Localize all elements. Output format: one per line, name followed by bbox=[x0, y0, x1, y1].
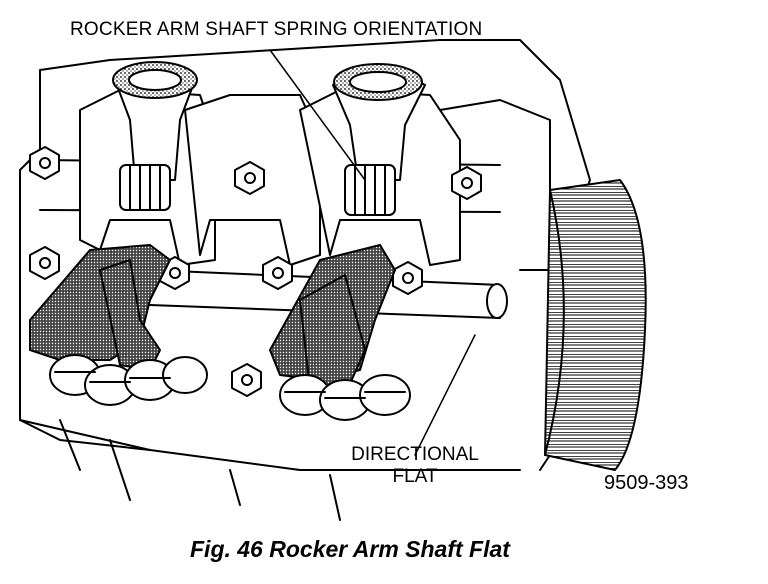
figure-code: 9509-393 bbox=[604, 472, 689, 494]
directional-flat-line2: FLAT bbox=[392, 466, 438, 487]
bolts bbox=[29, 146, 482, 397]
valve-springs bbox=[49, 354, 411, 421]
leader-flat bbox=[414, 334, 476, 456]
spring-orientation-callout: ROCKER ARM SHAFT SPRING ORIENTATION bbox=[70, 19, 483, 40]
cam-sprocket bbox=[544, 179, 647, 471]
figure-caption: Fig. 46 Rocker Arm Shaft Flat bbox=[190, 536, 510, 562]
directional-flat-line1: DIRECTIONAL bbox=[351, 444, 479, 465]
directional-flat-callout: DIRECTIONAL FLAT bbox=[350, 444, 480, 488]
leader-spring bbox=[269, 49, 366, 181]
